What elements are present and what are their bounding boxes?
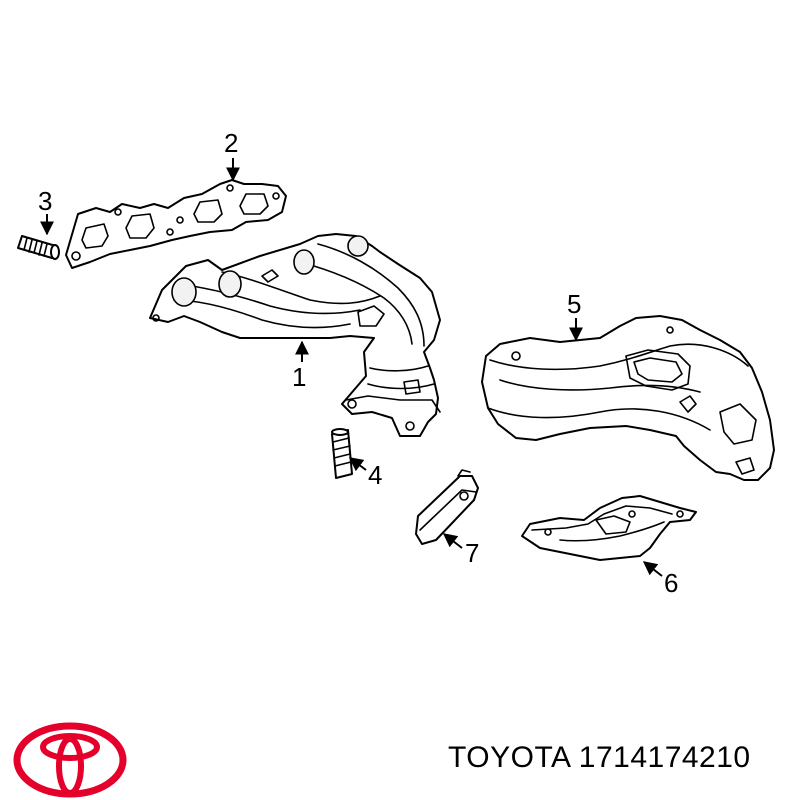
callout-label-2: 2 — [224, 128, 238, 158]
part-number: 1714174210 — [578, 741, 751, 774]
callout-label-1: 1 — [292, 362, 306, 392]
footer-part-label: TOYOTA 1714174210 — [448, 741, 751, 775]
callout-label-5: 5 — [567, 289, 581, 319]
part-1-exhaust-manifold — [149, 233, 441, 437]
callout-2: 2 — [224, 128, 240, 182]
callout-1: 1 — [292, 340, 309, 392]
callout-4: 4 — [348, 457, 382, 490]
callout-label-3: 3 — [38, 186, 52, 216]
callout-5: 5 — [567, 289, 583, 342]
callout-3: 3 — [38, 186, 54, 236]
part-7-bracket — [415, 469, 479, 545]
callout-label-6: 6 — [664, 568, 678, 598]
callout-7: 7 — [442, 533, 479, 568]
part-3-stud — [17, 235, 60, 260]
part-6-heat-insulator-lower — [521, 495, 697, 561]
callout-label-4: 4 — [368, 460, 382, 490]
brand-name: TOYOTA — [448, 741, 570, 774]
toyota-logo-icon — [13, 722, 127, 798]
callout-label-7: 7 — [465, 538, 479, 568]
toyota-logo-ovals — [13, 722, 127, 798]
part-2-gasket — [65, 179, 287, 269]
part-4-stud — [331, 428, 353, 479]
part-5-heat-insulator — [481, 315, 775, 481]
callout-6: 6 — [642, 561, 678, 598]
